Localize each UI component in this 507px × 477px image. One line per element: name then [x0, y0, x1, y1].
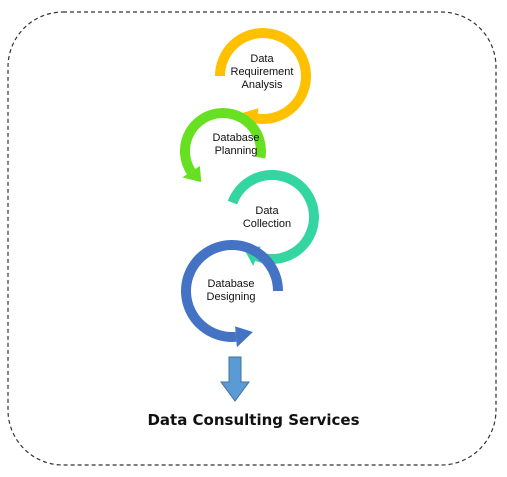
- ring-arc: [215, 28, 311, 125]
- ring-arc: [181, 239, 283, 342]
- ring-arrowhead: [235, 326, 253, 348]
- ring-arc: [180, 108, 266, 175]
- step-label-data-requirement-analysis: Data Requirement Analysis: [230, 53, 294, 91]
- ring-arc: [227, 170, 319, 264]
- step-label-database-planning: Database Planning: [212, 132, 260, 157]
- footer-title: Data Consulting Services: [147, 411, 360, 429]
- step-label-data-collection: Data Collection: [242, 205, 292, 230]
- ring-database-designing: [181, 239, 283, 348]
- ring-arrowhead: [182, 166, 202, 183]
- dashed-border: [7, 11, 497, 466]
- down-arrow-icon: [220, 356, 250, 402]
- step-label-database-designing: Database Designing: [206, 278, 256, 303]
- ring-database-planning: [180, 108, 266, 183]
